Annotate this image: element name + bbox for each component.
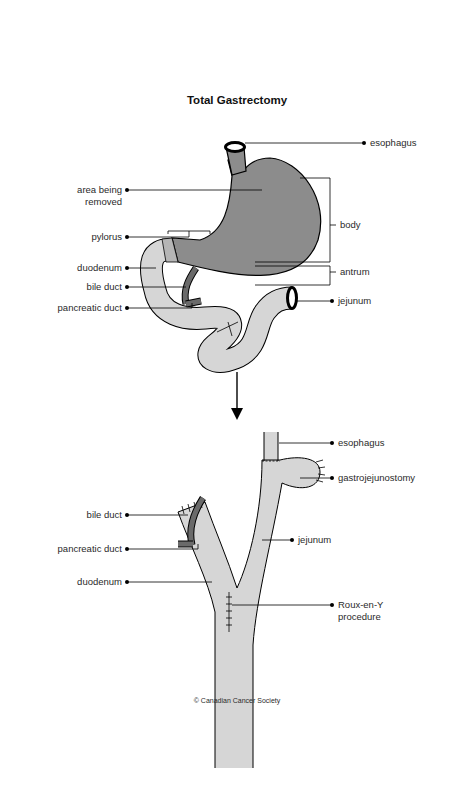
antrum-bracket (255, 266, 336, 285)
part-label: bile duct (87, 509, 122, 521)
leader-line (192, 303, 193, 308)
bile-duct (191, 498, 203, 545)
bile-duct-outline (185, 268, 196, 304)
pancreatic-duct (186, 301, 201, 304)
pancreatic-duct (178, 542, 193, 547)
leader-dot (330, 476, 334, 480)
part-label: gastrojejunostomy (338, 472, 415, 484)
part-label: duodenum (77, 262, 122, 274)
leader-dot (125, 513, 129, 517)
intestine-fold (217, 322, 238, 332)
leader-dot (125, 188, 129, 192)
anastomosis-seam (262, 461, 280, 462)
leader-line (127, 237, 189, 238)
leader-line (189, 231, 190, 237)
bile-duct (185, 268, 196, 304)
leader-dot (125, 285, 129, 289)
pancreatic-duct-outline (186, 301, 201, 304)
part-label: antrum (340, 266, 370, 278)
body-bracket (255, 178, 336, 262)
leader-lines (127, 143, 364, 308)
part-label: duodenum (77, 576, 122, 588)
leader-dot (362, 141, 366, 145)
esophagus-opening (226, 143, 245, 152)
leader-line (262, 540, 292, 541)
leader-line (232, 605, 332, 606)
esophagus-tube (264, 432, 278, 462)
leader-dot (290, 538, 294, 542)
leader-line (127, 190, 262, 191)
leader-line (300, 478, 332, 479)
pancreatic-duct-outline (178, 541, 193, 548)
leader-line (127, 515, 188, 516)
leader-line (127, 308, 192, 309)
stomach-removed (172, 158, 321, 275)
part-label: jejunum (298, 534, 331, 546)
leader-line (127, 268, 156, 269)
leader-dots (125, 141, 366, 310)
leader-dot (125, 580, 129, 584)
leader-dot (125, 266, 129, 270)
leader-dot (125, 235, 129, 239)
part-label: esophagus (338, 437, 384, 449)
roux-en-y-intestine (178, 458, 320, 770)
copyright-note: © Canadian Cancer Society (0, 696, 474, 706)
leader-line (297, 301, 332, 302)
part-label: body (340, 219, 361, 231)
process-arrow (236, 372, 237, 410)
stitches (182, 460, 325, 632)
leader-dots (125, 441, 334, 607)
part-label: area being removed (50, 184, 122, 208)
part-label: pancreatic duct (58, 543, 122, 555)
leader-line (198, 544, 199, 549)
leader-dot (330, 603, 334, 607)
leader-line (245, 143, 364, 144)
part-label: Roux-en-Y procedure (338, 599, 394, 623)
leader-line (279, 443, 332, 444)
part-label: jejunum (338, 295, 371, 307)
leader-line (127, 582, 212, 583)
leader-line (127, 549, 198, 550)
leader-dot (125, 547, 129, 551)
leader-lines (127, 443, 332, 605)
part-label: pylorus (91, 231, 122, 243)
part-label: bile duct (87, 281, 122, 293)
leader-dot (330, 299, 334, 303)
esophagus-walls (264, 432, 278, 461)
stitch-marks (316, 460, 325, 482)
tube-cut (214, 768, 254, 772)
pylorus-band (162, 238, 178, 262)
intestine-fold (228, 322, 232, 336)
part-label: esophagus (370, 137, 416, 149)
jejunum-opening (288, 288, 297, 309)
bile-duct-outline (191, 498, 203, 545)
arrow-head (231, 408, 243, 420)
stitch-marks (226, 592, 232, 632)
leader-dot (125, 306, 129, 310)
diagram-title: Total Gastrectomy (0, 93, 474, 107)
part-label: pancreatic duct (58, 302, 122, 314)
leader-line (127, 287, 186, 288)
leader-dot (330, 441, 334, 445)
